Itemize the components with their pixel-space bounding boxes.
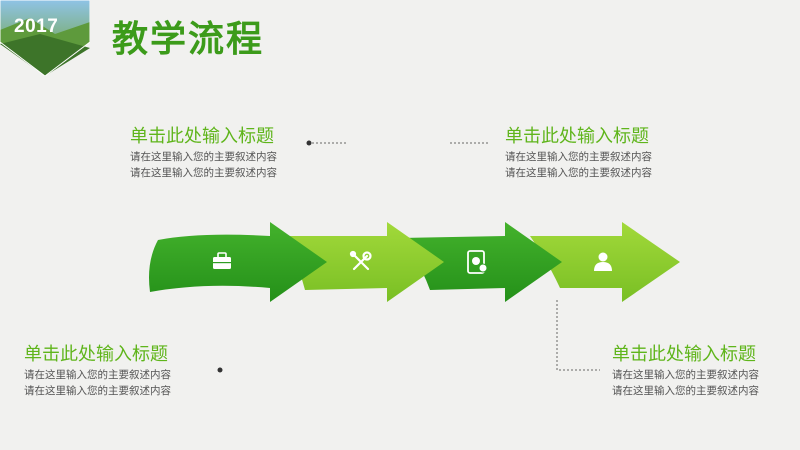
mobile-payment-icon [467,250,488,274]
block-body-line[interactable]: 请在这里输入您的主要叙述内容 [505,151,652,163]
text-block-bottom-left: 单击此处输入标题 请在这里输入您的主要叙述内容 请在这里输入您的主要叙述内容 [24,344,214,398]
page-title: 教学流程 [112,19,265,60]
text-block-top-right: 单击此处输入标题 请在这里输入您的主要叙述内容 请在这里输入您的主要叙述内容 [505,126,695,180]
connector-dot-bottom-left [217,367,223,373]
arrow-step-3 [400,222,562,302]
text-block-bottom-right: 单击此处输入标题 请在这里输入您的主要叙述内容 请在这里输入您的主要叙述内容 [612,344,800,398]
block-body-line[interactable]: 请在这里输入您的主要叙述内容 [24,369,171,381]
connector-bottom-right [556,300,600,371]
arrow-step-1 [149,222,327,302]
block-body-line[interactable]: 请在这里输入您的主要叙述内容 [612,385,759,397]
arrow-step-4 [530,222,680,302]
block-body-line[interactable]: 请在这里输入您的主要叙述内容 [505,167,652,179]
briefcase-icon [213,252,231,269]
year-badge: 2017 [0,0,91,77]
badge-year: 2017 [14,16,59,37]
block-heading[interactable]: 单击此处输入标题 [612,344,756,365]
block-body-line[interactable]: 请在这里输入您的主要叙述内容 [612,369,759,381]
connector-dot-top-left [306,140,312,146]
block-heading[interactable]: 单击此处输入标题 [130,126,274,147]
block-body-line[interactable]: 请在这里输入您的主要叙述内容 [24,385,171,397]
mountain-badge-image [0,0,91,77]
user-icon [594,252,612,271]
block-heading[interactable]: 单击此处输入标题 [24,344,168,365]
block-body-line[interactable]: 请在这里输入您的主要叙述内容 [130,151,277,163]
tools-icon [349,250,372,271]
text-block-top-left: 单击此处输入标题 请在这里输入您的主要叙述内容 请在这里输入您的主要叙述内容 [130,126,320,180]
block-body-line[interactable]: 请在这里输入您的主要叙述内容 [130,167,277,179]
block-heading[interactable]: 单击此处输入标题 [505,126,649,147]
